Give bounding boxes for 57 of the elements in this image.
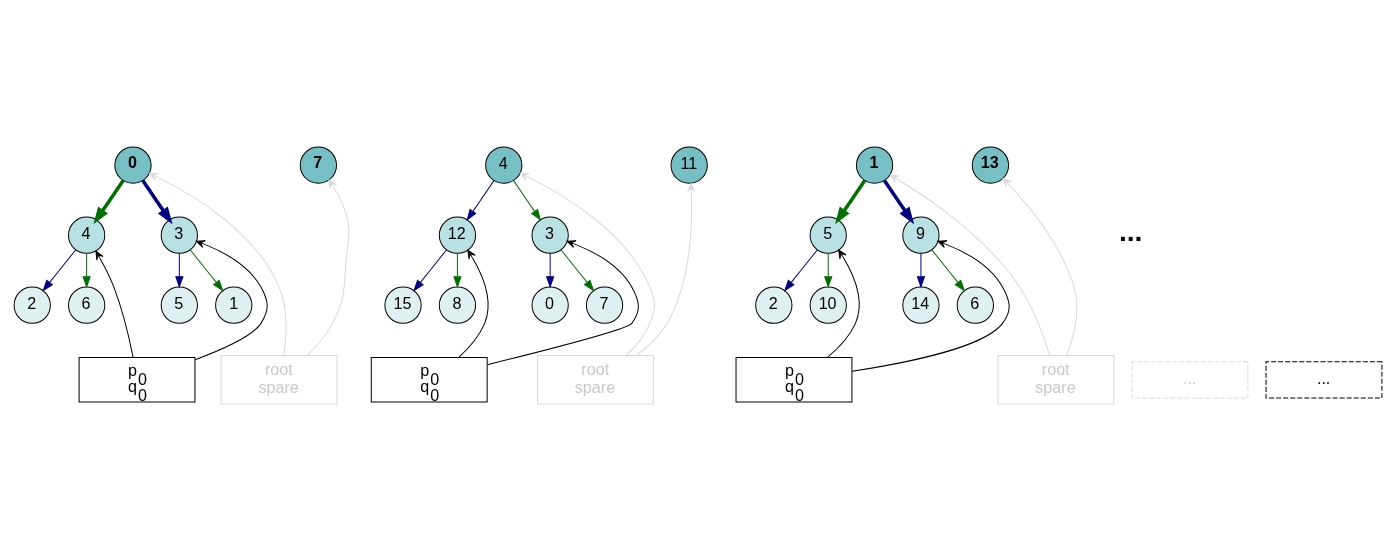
node-circle: 14 [902,286,940,324]
arrow [413,249,447,292]
node-circle: 1 [215,286,253,324]
node-circle: 7 [585,286,624,324]
arrow [194,240,268,361]
arrow [824,252,833,289]
arrow [453,252,462,289]
node-circle: 2 [13,286,51,324]
node-circle: 12 [438,216,477,254]
arrow [513,180,542,222]
arrow [148,172,287,357]
node-circle: 3 [160,216,198,254]
node-circle: 13 [971,146,1010,184]
arrow [486,240,639,366]
arrow [93,179,125,225]
node-circle: 4 [485,146,523,184]
arrow [851,240,1010,372]
node-circle: 8 [438,286,477,324]
arrow [42,249,77,292]
label: ... [1118,215,1143,248]
arrow [189,249,224,292]
node-circle: 15 [384,286,422,324]
arrow [835,179,867,225]
arrow [466,180,495,222]
arrow [141,179,173,225]
node-circle: 0 [531,286,569,324]
node-circle: 0 [114,146,152,184]
arrow [931,249,966,292]
node-circle: 4 [68,216,106,254]
node-circle: 10 [809,286,847,324]
arrow [636,183,696,356]
arrow [916,252,926,289]
node-circle: 11 [670,146,708,184]
arrow [889,174,1051,356]
arrow [545,252,555,289]
arrow [783,249,818,292]
arrow [1002,177,1078,356]
node-circle: 2 [755,286,793,324]
arrow [826,249,860,359]
node-circle: 3 [531,216,569,254]
arrow [882,179,915,225]
node-circle: 6 [956,286,994,324]
node-circle: 5 [160,286,198,324]
node-box: ... [1131,361,1249,399]
arrow [519,172,655,356]
arrow [175,252,184,289]
node-circle: 9 [902,216,940,254]
arrow [82,252,91,289]
arrow [560,249,595,292]
node-circle: 1 [855,146,894,184]
node-circle: 5 [809,216,847,254]
node-box: ... [1265,361,1383,399]
arrow [306,179,350,357]
arrow [95,250,134,359]
node-circle: 6 [68,286,106,324]
node-circle: 7 [299,146,338,184]
arrow [458,249,489,358]
